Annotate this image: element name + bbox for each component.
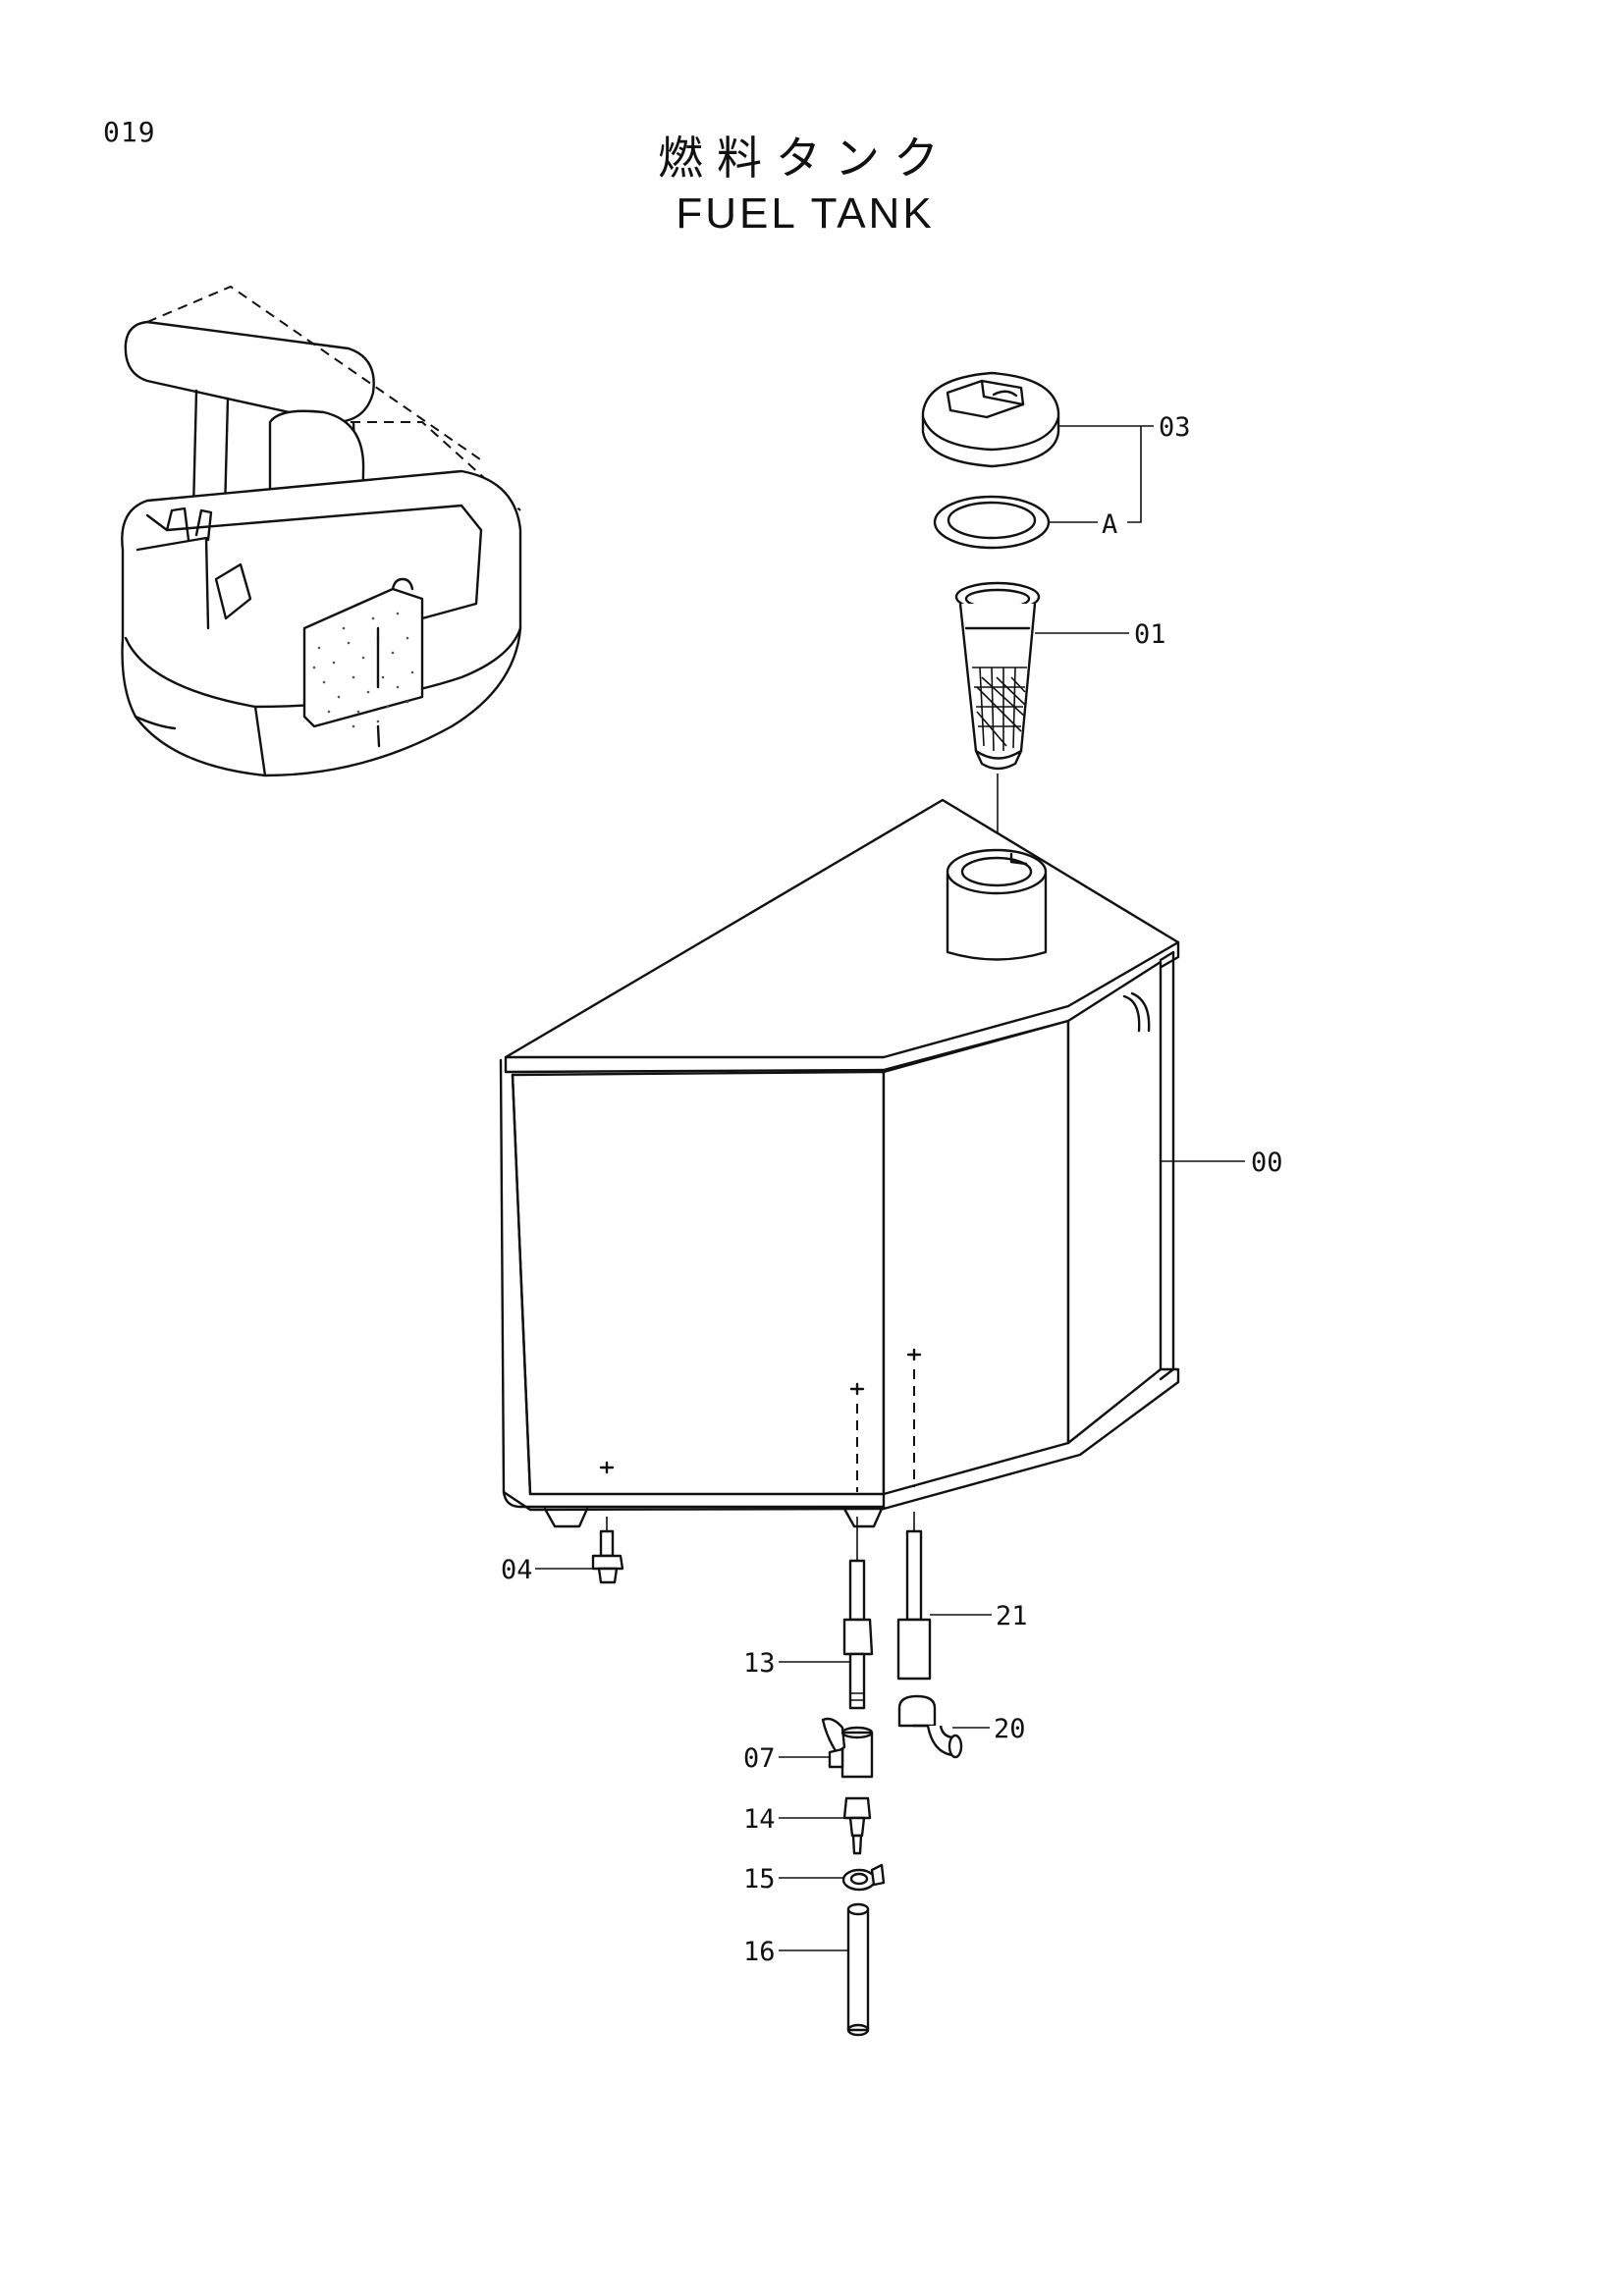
- callout-14: 14: [743, 1804, 776, 1835]
- hose-nipple: [842, 1796, 872, 1855]
- machine-overview-illustration: [121, 285, 522, 777]
- page-number: 019: [103, 116, 156, 148]
- callout-20: 20: [994, 1714, 1026, 1744]
- gasket: [933, 495, 1051, 550]
- fuel-cap: [921, 371, 1060, 468]
- callout-01: 01: [1134, 619, 1166, 650]
- pipe-21: [896, 1512, 932, 1681]
- fuel-tank: [499, 798, 1180, 1528]
- callout-16: 16: [743, 1937, 776, 1967]
- callout-03: 03: [1159, 412, 1191, 443]
- title-block: 燃料タンク FUEL TANK: [550, 130, 1060, 241]
- drain-cock: [821, 1717, 874, 1779]
- title-japanese: 燃料タンク: [658, 132, 952, 185]
- callout-00: 00: [1251, 1148, 1283, 1178]
- leader-03: [1058, 425, 1154, 523]
- callout-04: 04: [501, 1555, 533, 1585]
- callout-21: 21: [996, 1601, 1028, 1631]
- callout-07: 07: [743, 1743, 776, 1774]
- title-english: FUEL TANK: [676, 189, 935, 238]
- strainer: [954, 581, 1041, 771]
- callout-13: 13: [743, 1648, 776, 1679]
- hose-clip: [841, 1863, 886, 1892]
- hose: [846, 1902, 870, 2037]
- callout-A: A: [1102, 509, 1117, 540]
- drain-bolt: [591, 1517, 624, 1584]
- elbow-fitting: [897, 1694, 963, 1759]
- callout-15: 15: [743, 1864, 776, 1895]
- pipe-13: [842, 1517, 874, 1710]
